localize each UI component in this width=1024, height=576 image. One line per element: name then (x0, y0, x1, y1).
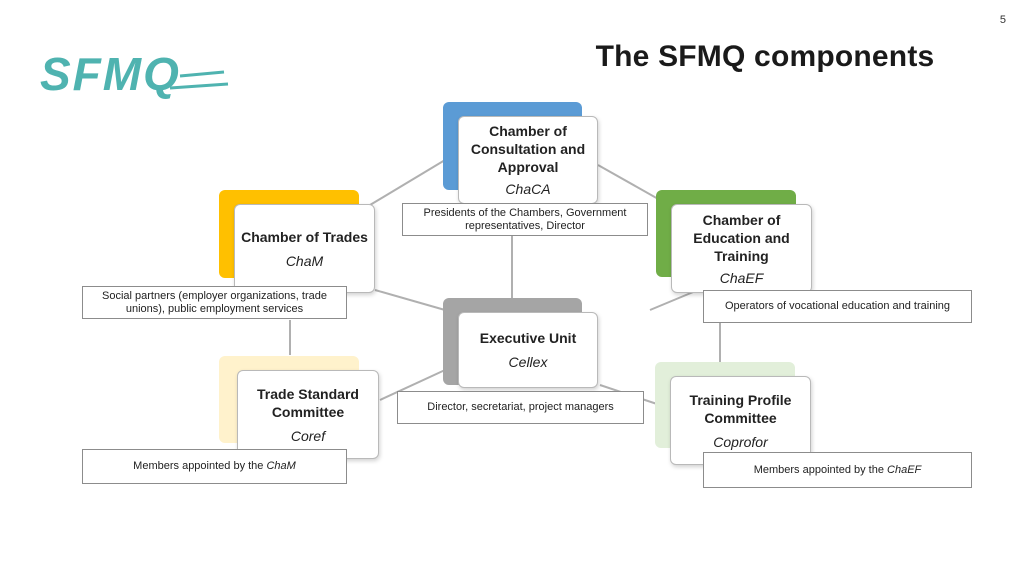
cellex-abbr: Cellex (508, 354, 548, 370)
chaca-abbr: ChaCA (505, 181, 551, 197)
chaef-name: Chamber of Education and Training (693, 211, 790, 264)
chaca-name: Chamber of Consultation and Approval (470, 123, 586, 175)
coref-abbr: Coref (290, 427, 326, 444)
coref-members-prefix: Members appointed by the (133, 460, 267, 472)
coref-box: Trade Standard Committee Coref (237, 370, 379, 459)
coref-members-note: Members appointed by the ChaM (82, 449, 347, 484)
coref-members-ref: ChaM (266, 460, 296, 472)
chaca-box: Chamber of Consultation and Approval Cha… (458, 116, 598, 204)
coprofor-name: Training Profile Committee (689, 391, 792, 426)
cellex-box: Executive Unit Cellex (458, 312, 598, 388)
chaef-box: Chamber of Education and Training ChaEF (671, 204, 812, 293)
page-number: 5 (999, 14, 1006, 26)
coprofor-box: Training Profile Committee Coprofor (670, 376, 811, 465)
chaef-abbr: ChaEF (719, 269, 764, 286)
sfmq-logo: SFMQ (40, 48, 229, 100)
coprofor-members-ref: ChaEF (887, 463, 922, 476)
svg-text:SFMQ: SFMQ (40, 48, 181, 100)
coprofor-members-note: Members appointed by the ChaEF (703, 452, 972, 488)
cham-members-note: Social partners (employer organizations,… (82, 286, 347, 319)
cham-abbr: ChaM (285, 252, 324, 269)
coprofor-abbr: Coprofor (713, 433, 768, 450)
coref-name: Trade Standard Committee (257, 385, 359, 420)
cellex-name: Executive Unit (479, 330, 577, 346)
cham-name: Chamber of Trades (241, 228, 368, 245)
cellex-members-note: Director, secretariat, project managers (397, 391, 644, 424)
cham-box: Chamber of Trades ChaM (234, 204, 375, 293)
page-title: The SFMQ components (595, 40, 935, 73)
chaca-members-note: Presidents of the Chambers, Government r… (402, 203, 648, 236)
coprofor-members-prefix: Members appointed by the (753, 463, 888, 476)
chaef-members-note: Operators of vocational education and tr… (703, 290, 972, 323)
